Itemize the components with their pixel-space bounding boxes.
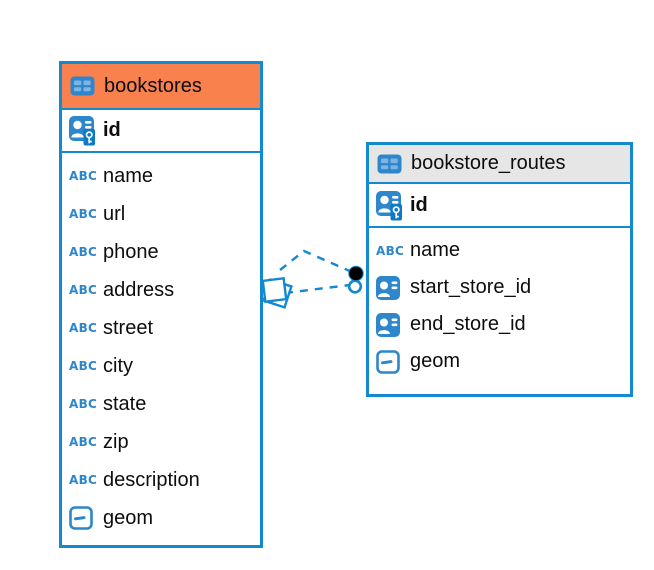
column-type-icon-box: ABC <box>69 435 103 449</box>
column-type-icon-box <box>376 349 410 374</box>
column-type-icon-box: ABC <box>69 169 103 183</box>
column-row-phone[interactable]: ABC phone <box>62 233 260 271</box>
column-row-name[interactable]: ABC name <box>62 157 260 195</box>
column-name: name <box>410 239 461 261</box>
column-row-city[interactable]: ABC city <box>62 347 260 385</box>
primary-key-row[interactable]: id <box>62 110 260 153</box>
text-type-icon: ABC <box>69 321 98 335</box>
column-type-icon-box: ABC <box>69 321 103 335</box>
primary-key-name: id <box>410 193 428 216</box>
table-bookstores[interactable]: bookstores id ABC name A <box>59 61 263 548</box>
column-name: phone <box>103 240 159 263</box>
columns-list: ABC name ABC url ABC phone ABC address <box>62 153 260 545</box>
geometry-type-icon <box>376 349 400 374</box>
column-row-url[interactable]: ABC url <box>62 195 260 233</box>
column-type-icon-box: ABC <box>69 397 103 411</box>
column-name: name <box>103 164 154 187</box>
column-type-icon-box: ABC <box>69 473 103 487</box>
column-type-icon-box: ABC <box>69 359 103 373</box>
foreign-key-icon <box>376 275 400 300</box>
column-name: city <box>103 354 133 377</box>
column-row-street[interactable]: ABC street <box>62 309 260 347</box>
column-type-icon-box: ABC <box>69 207 103 221</box>
relationship-diamond-handle[interactable] <box>261 276 293 309</box>
column-row-end_store_id[interactable]: end_store_id <box>369 306 630 343</box>
table-grid-icon <box>377 154 402 173</box>
column-name: description <box>103 468 200 491</box>
column-row-state[interactable]: ABC state <box>62 385 260 423</box>
table-grid-icon <box>70 76 95 96</box>
text-type-icon: ABC <box>69 435 98 449</box>
column-name: end_store_id <box>410 313 526 335</box>
column-name: zip <box>103 430 129 453</box>
column-name: geom <box>103 506 154 529</box>
column-name: geom <box>410 350 461 372</box>
primary-key-row[interactable]: id <box>369 184 630 228</box>
geometry-type-icon <box>69 506 93 530</box>
column-name: address <box>103 278 175 301</box>
primary-key-icon <box>376 190 402 220</box>
table-name: bookstores <box>104 74 202 97</box>
relationship-endpoint-dot[interactable] <box>348 265 364 282</box>
table-bookstore-routes-header[interactable]: bookstore_routes <box>369 145 630 184</box>
column-row-start_store_id[interactable]: start_store_id <box>369 269 630 306</box>
column-row-description[interactable]: ABC description <box>62 461 260 499</box>
column-type-icon-box: ABC <box>69 245 103 259</box>
text-type-icon: ABC <box>69 283 98 297</box>
text-type-icon: ABC <box>69 169 98 183</box>
column-name: url <box>103 202 126 225</box>
text-type-icon: ABC <box>376 243 405 258</box>
column-row-address[interactable]: ABC address <box>62 271 260 309</box>
column-row-geom[interactable]: geom <box>62 499 260 537</box>
table-name: bookstore_routes <box>411 152 566 174</box>
foreign-key-icon <box>376 312 400 337</box>
primary-key-name: id <box>103 119 121 141</box>
column-type-icon-box <box>376 275 410 300</box>
table-bookstore-routes[interactable]: bookstore_routes id ABC name <box>366 142 633 397</box>
column-row-geom[interactable]: geom <box>369 343 630 380</box>
column-type-icon-box <box>69 506 103 530</box>
columns-list: ABC name start_store_id <box>369 228 630 394</box>
relationship-line-lower[interactable] <box>284 283 351 295</box>
relationship-line-upper[interactable] <box>279 249 353 274</box>
column-name: start_store_id <box>410 276 532 298</box>
table-bookstores-header[interactable]: bookstores <box>62 64 260 110</box>
column-row-name[interactable]: ABC name <box>369 232 630 269</box>
text-type-icon: ABC <box>69 359 98 373</box>
text-type-icon: ABC <box>69 245 98 259</box>
column-name: street <box>103 316 154 339</box>
text-type-icon: ABC <box>69 397 98 411</box>
column-type-icon-box: ABC <box>376 244 410 258</box>
column-name: state <box>103 392 147 415</box>
text-type-icon: ABC <box>69 473 98 487</box>
primary-key-icon <box>69 116 95 146</box>
column-type-icon-box <box>376 312 410 337</box>
column-row-zip[interactable]: ABC zip <box>62 423 260 461</box>
text-type-icon: ABC <box>69 207 98 221</box>
column-type-icon-box: ABC <box>69 283 103 297</box>
relationship-endpoint-ring[interactable] <box>347 279 363 294</box>
